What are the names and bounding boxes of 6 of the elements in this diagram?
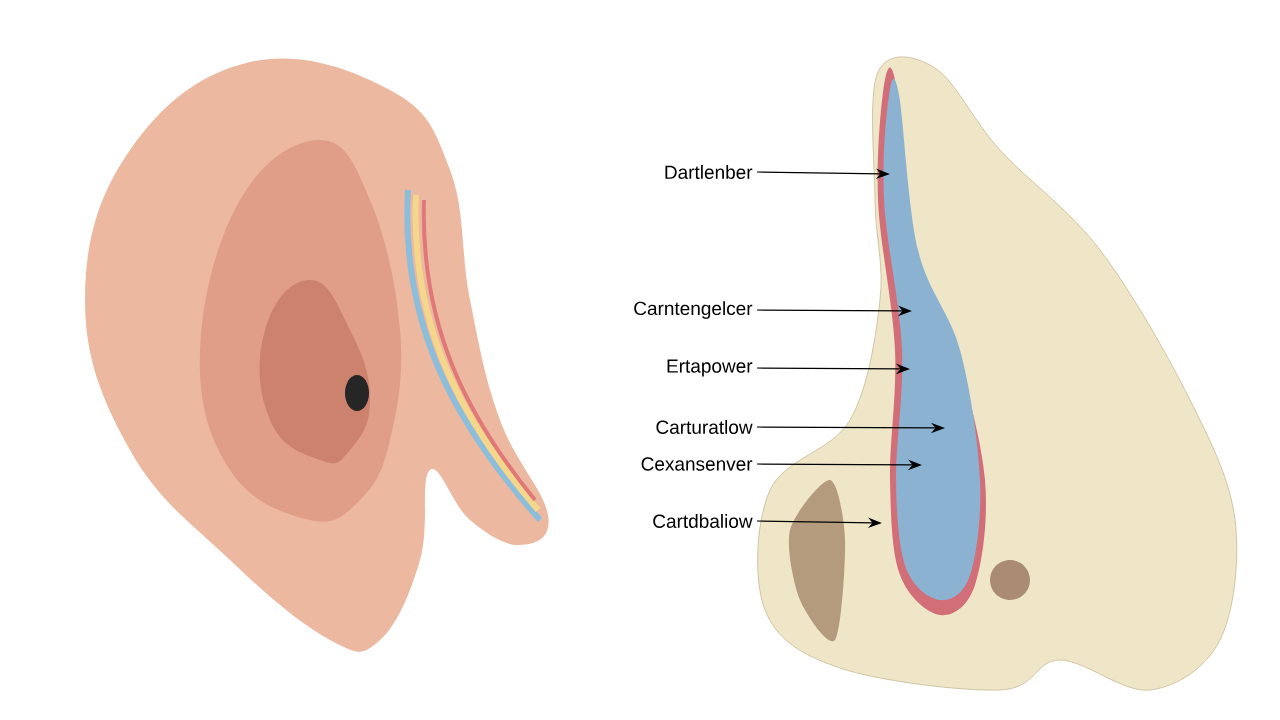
part-label: Carturatlow <box>656 420 753 434</box>
part-label: Cartdbaliow <box>653 514 753 528</box>
part-label: Cexansenver <box>641 457 753 471</box>
part-label: Carntengelcer <box>634 301 753 319</box>
part-label: Dartlenber <box>665 165 753 179</box>
part-label: Ertapower <box>667 359 753 377</box>
